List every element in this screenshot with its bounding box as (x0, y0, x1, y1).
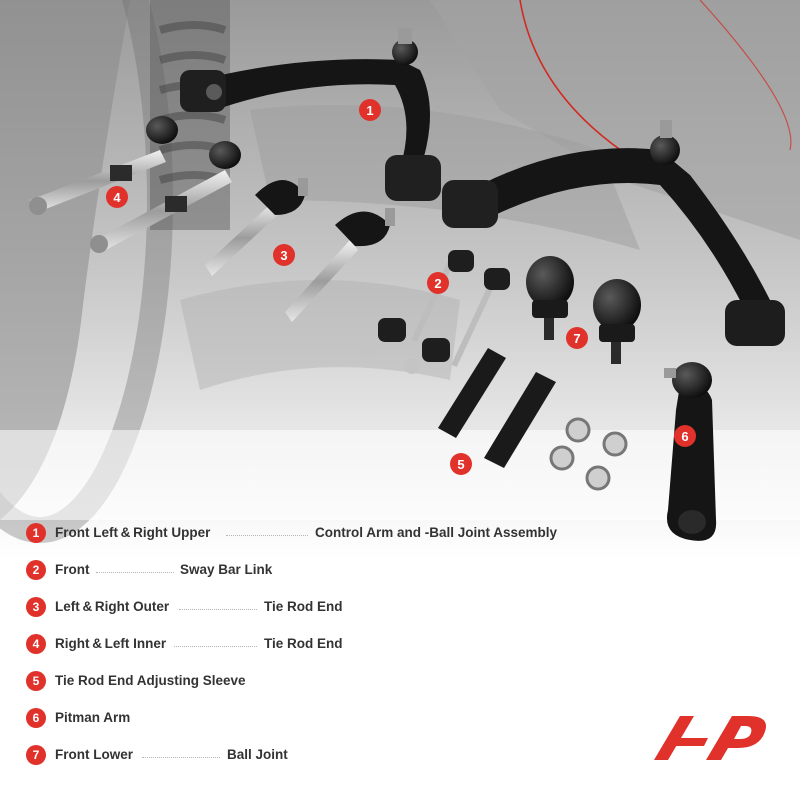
leader-line (174, 646, 257, 647)
legend-number: 7 (26, 745, 46, 765)
legend-row-4: 4 Right & Left Inner Tie Rod End (26, 633, 586, 655)
inner-tie-rod-end-1 (29, 116, 178, 215)
callout-badge-2: 2 (427, 272, 449, 294)
legend-label: Right & Left Inner (55, 636, 167, 651)
outer-tie-rod-end-2 (285, 208, 395, 322)
nuts (549, 417, 628, 491)
legend-label: Front (55, 562, 90, 577)
legend-row-7: 7 Front Lower Ball Joint (26, 744, 586, 766)
upper-control-arm-left (180, 28, 441, 201)
lower-ball-joint-1 (526, 256, 574, 340)
legend-label: Pitman Arm (55, 710, 131, 725)
leader-line (96, 572, 174, 573)
inner-tie-rod-end-2 (90, 141, 241, 253)
legend-part-name: Sway Bar Link (180, 562, 273, 577)
leader-line (226, 535, 308, 536)
legend-part-name: Tie Rod End (264, 599, 343, 614)
legend-number: 4 (26, 634, 46, 654)
legend-row-6: 6 Pitman Arm (26, 707, 586, 729)
adjusting-sleeve-1 (438, 348, 506, 438)
pitman-arm (664, 362, 717, 541)
legend-row-5: 5 Tie Rod End Adjusting Sleeve (26, 670, 586, 692)
legend-row-1: 1 Front Left & Right Upper Control Arm a… (26, 522, 586, 544)
legend-number: 3 (26, 597, 46, 617)
legend-number: 5 (26, 671, 46, 691)
callout-badge-6: 6 (674, 425, 696, 447)
legend-label: Front Left & Right Upper (55, 525, 211, 540)
legend-label: Front Lower (55, 747, 133, 762)
brand-logo-icon (654, 716, 766, 760)
legend-part-name: Control Arm and -Ball Joint Assembly (315, 525, 558, 540)
callout-badge-4: 4 (106, 186, 128, 208)
outer-tie-rod-end-1 (205, 178, 308, 276)
callout-badge-7: 7 (566, 327, 588, 349)
callout-badge-5: 5 (450, 453, 472, 475)
legend-part-name: Tie Rod End (264, 636, 343, 651)
legend-label: Left & Right Outer (55, 599, 170, 614)
sway-bar-link-2 (404, 268, 510, 374)
legend-row-2: 2 Front Sway Bar Link (26, 559, 586, 581)
legend-row-3: 3 Left & Right Outer Tie Rod End (26, 596, 586, 618)
lower-ball-joint-2 (593, 279, 641, 364)
legend-number: 1 (26, 523, 46, 543)
callout-badge-3: 3 (273, 244, 295, 266)
leader-line (179, 609, 257, 610)
adjusting-sleeve-2 (484, 372, 556, 468)
leader-line (142, 757, 220, 758)
upper-control-arm-right (442, 120, 785, 346)
legend-number: 6 (26, 708, 46, 728)
legend-number: 2 (26, 560, 46, 580)
legend-label: Tie Rod End Adjusting Sleeve (55, 673, 246, 688)
callout-badge-1: 1 (359, 99, 381, 121)
legend-part-name: Ball Joint (227, 747, 288, 762)
